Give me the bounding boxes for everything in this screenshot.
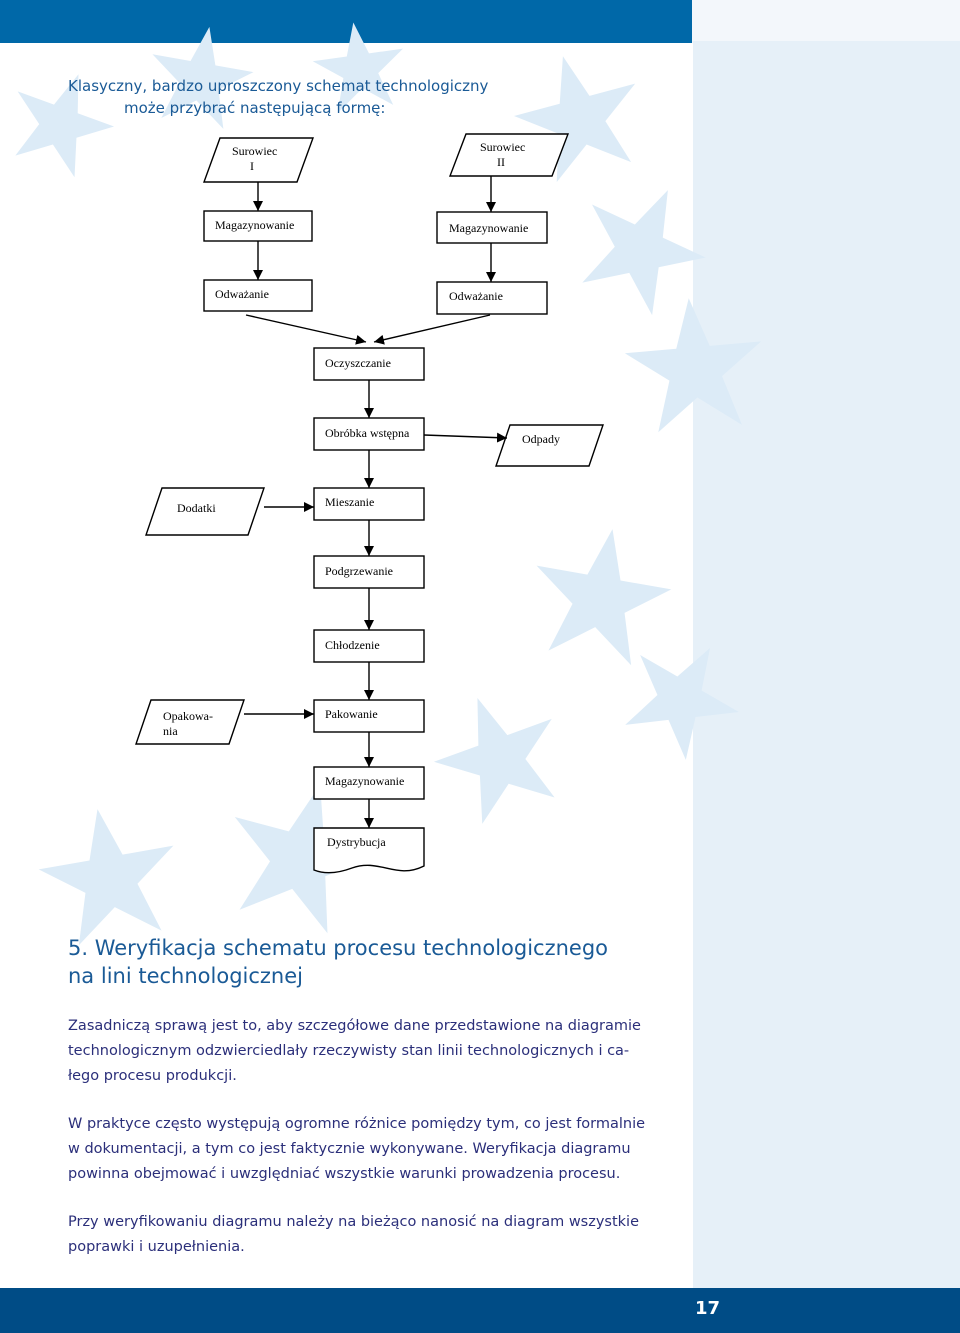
section-title-line-2: na lini technologicznej <box>68 962 678 990</box>
pakowanie-label: Pakowanie <box>325 707 378 721</box>
page-number: 17 <box>680 1298 720 1319</box>
surowiec-2-label-b: II <box>497 155 505 169</box>
paragraph-2-line-1: W praktyce często występują ogromne różn… <box>68 1112 680 1137</box>
odpady-label: Odpady <box>522 432 560 446</box>
section-title: 5. Weryfikacja schematu procesu technolo… <box>68 934 678 990</box>
section-title-line-1: 5. Weryfikacja schematu procesu technolo… <box>68 934 678 962</box>
oczyszczanie-label: Oczyszczanie <box>325 356 391 370</box>
arrow-odwazanie-left-oczyszczanie <box>246 315 366 342</box>
surowiec-2-label-a: Surowiec <box>480 140 525 154</box>
bottom-bar <box>0 1288 960 1333</box>
podgrzewanie-label: Podgrzewanie <box>325 564 393 578</box>
magazynowanie-right-label: Magazynowanie <box>449 221 528 235</box>
dystrybucja-label: Dystrybucja <box>327 835 386 849</box>
magazynowanie-left-label: Magazynowanie <box>215 218 294 232</box>
arrow-obrobka-odpady <box>424 435 507 438</box>
paragraph-3-line-1: Przy weryfikowaniu diagramu należy na bi… <box>68 1210 680 1235</box>
obrobka-label: Obróbka wstępna <box>325 426 410 440</box>
arrow-odwazanie-right-oczyszczanie <box>374 315 490 342</box>
magazynowanie-final-label: Magazynowanie <box>325 774 404 788</box>
paragraph-3-line-2: poprawki i uzupełnienia. <box>68 1235 680 1260</box>
paragraph-2-line-3: powinna obejmować i uwzględniać wszystki… <box>68 1162 680 1187</box>
paragraph-1: Zasadniczą sprawą jest to, aby szczegóło… <box>68 1014 680 1089</box>
surowiec-1-label-b: I <box>250 159 254 173</box>
odwazanie-left-label: Odważanie <box>215 287 269 301</box>
paragraph-2: W praktyce często występują ogromne różn… <box>68 1112 680 1187</box>
odwazanie-right-label: Odważanie <box>449 289 503 303</box>
opakowania-label-a: Opakowa- <box>163 709 213 723</box>
chlodzenie-label: Chłodzenie <box>325 638 380 652</box>
mieszanie-label: Mieszanie <box>325 495 374 509</box>
paragraph-1-line-3: łego procesu produkcji. <box>68 1064 680 1089</box>
opakowania-label-b: nia <box>163 724 178 738</box>
paragraph-3: Przy weryfikowaniu diagramu należy na bi… <box>68 1210 680 1260</box>
surowiec-1-label-a: Surowiec <box>232 144 277 158</box>
paragraph-1-line-2: technologicznym odzwierciedlały rzeczywi… <box>68 1039 680 1064</box>
paragraph-1-line-1: Zasadniczą sprawą jest to, aby szczegóło… <box>68 1014 680 1039</box>
dodatki-label: Dodatki <box>177 501 216 515</box>
paragraph-2-line-2: w dokumentacji, a tym co jest faktycznie… <box>68 1137 680 1162</box>
